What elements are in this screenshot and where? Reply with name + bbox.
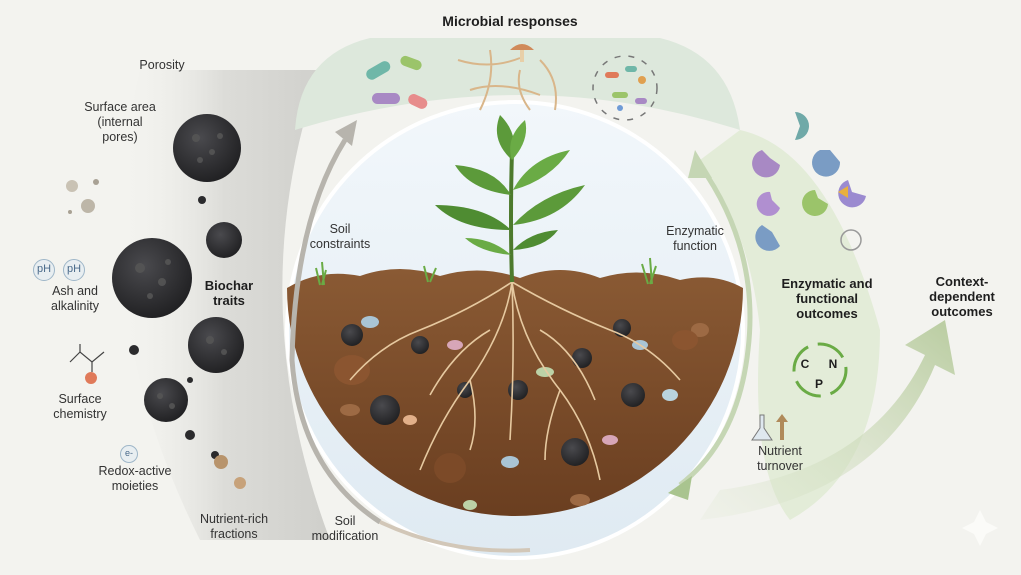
cycle-letter-n: N [828, 357, 838, 371]
sparkle-icon [962, 510, 998, 546]
label-biochar-traits: Biochar traits [204, 278, 254, 308]
label-soil-modification: Soil modification [311, 514, 379, 543]
ph-badge: pH [33, 259, 55, 281]
label-ash-alkalinity: Ash and alkalinity [51, 284, 99, 313]
soil-particles [334, 316, 709, 510]
ph-badge: pH [63, 259, 85, 281]
microbes-icon [366, 44, 658, 121]
context-arrow [700, 320, 955, 520]
diagram-title: Microbial responses [442, 13, 578, 29]
cycle-arrow-right [678, 163, 753, 487]
enzymes-icon [752, 112, 866, 251]
electron-badge: e- [120, 445, 138, 463]
label-context-outcomes: Context- dependent outcomes [929, 274, 995, 319]
flask-icon [751, 414, 788, 441]
enzyme-band [700, 130, 880, 520]
molecule-icon [69, 344, 105, 372]
label-surface-area: Surface area (internal pores) [84, 100, 156, 144]
label-porosity: Porosity [139, 58, 185, 72]
grass-tufts [315, 257, 657, 286]
cnp-cycle-icon [792, 342, 848, 398]
soil-biochar [341, 319, 645, 466]
cycle-letter-p: P [814, 377, 823, 391]
label-soil-constraints: Soil constraints [309, 222, 371, 251]
label-nutrient-rich: Nutrient-rich fractions [199, 512, 269, 541]
label-surface-chemistry: Surface chemistry [53, 392, 107, 421]
biochar-particles [66, 114, 246, 489]
cycle-arrow-left [289, 138, 382, 525]
cycle-letter-c: C [800, 357, 810, 371]
label-nutrient-turnover: Nutrient turnover [757, 444, 803, 473]
label-enzymatic-outcomes: Enzymatic and functional outcomes [781, 276, 873, 321]
plant [435, 115, 585, 283]
biochar-panel [120, 70, 330, 540]
label-enzymatic-function: Enzymatic function [666, 224, 724, 253]
plant-roots [349, 281, 681, 481]
label-redox-active: Redox-active moieties [98, 464, 172, 493]
